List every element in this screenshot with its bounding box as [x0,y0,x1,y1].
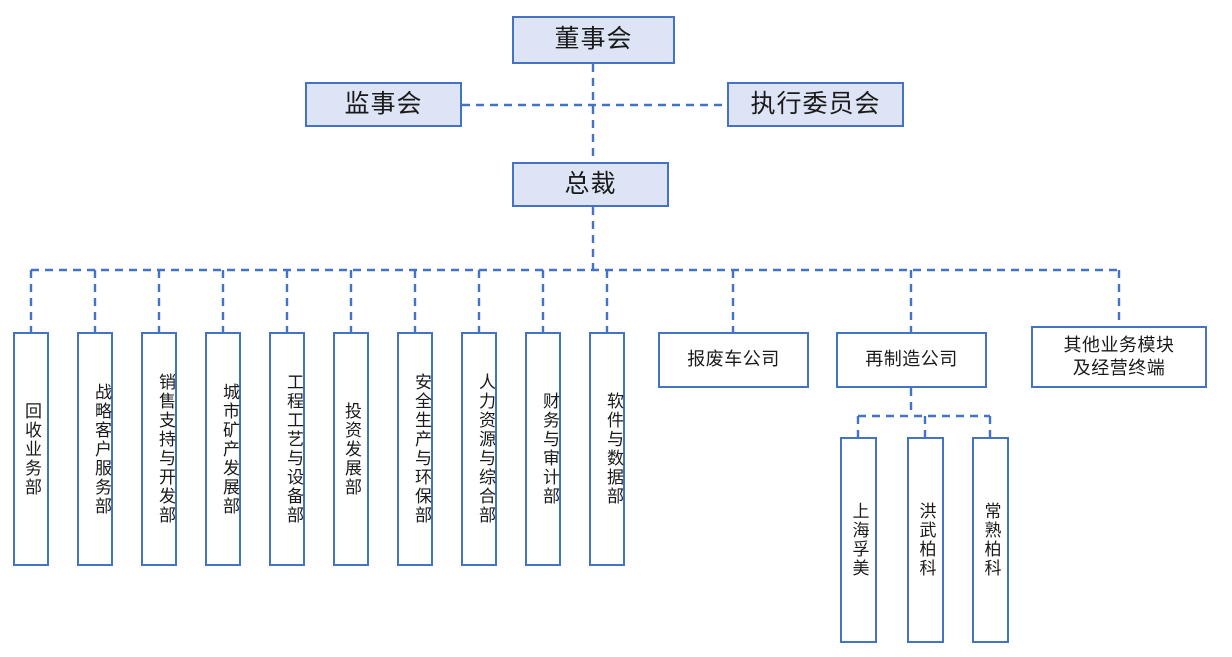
node-department-3-label: 销售支持与开发部 [156,373,175,525]
node-department-1-label: 回收业务部 [22,401,42,497]
node-company-1-label: 报废车公司 [687,349,780,370]
node-company-2[interactable]: 再制造公司 [836,332,987,388]
node-department-6[interactable]: 投资发展部 [333,332,369,566]
node-department-6-label: 投资发展部 [342,401,362,497]
node-supervisory-board-label: 监事会 [344,89,423,118]
node-department-2[interactable]: 战略客户服务部 [77,332,113,566]
node-department-4-label: 城市矿产发展部 [220,382,239,516]
node-department-7[interactable]: 安全生产与环保部 [397,332,433,566]
node-subsidiary-3[interactable]: 常熟柏科 [972,437,1009,643]
node-company-1[interactable]: 报废车公司 [658,332,809,388]
node-supervisory-board[interactable]: 监事会 [305,82,462,127]
node-department-9-label: 财务与审计部 [540,392,559,506]
node-department-10[interactable]: 软件与数据部 [589,332,625,566]
node-subsidiary-1[interactable]: 上海孚美 [840,437,877,643]
node-board-of-directors[interactable]: 董事会 [512,16,675,64]
node-company-3-label: 其他业务模块 及经营终端 [1063,334,1175,378]
node-president[interactable]: 总裁 [512,162,669,207]
node-department-8[interactable]: 人力资源与综合部 [461,332,497,566]
node-president-label: 总裁 [564,169,617,198]
node-department-3[interactable]: 销售支持与开发部 [141,332,177,566]
node-department-8-label: 人力资源与综合部 [476,373,495,525]
node-company-3[interactable]: 其他业务模块 及经营终端 [1031,326,1207,388]
node-subsidiary-2-label: 洪武柏科 [916,502,936,578]
node-executive-committee[interactable]: 执行委员会 [727,82,904,127]
node-company-2-label: 再制造公司 [865,349,958,370]
node-department-9[interactable]: 财务与审计部 [525,332,561,566]
node-department-4[interactable]: 城市矿产发展部 [205,332,241,566]
node-department-5[interactable]: 工程工艺与设备部 [269,332,305,566]
node-department-2-label: 战略客户服务部 [92,382,111,516]
node-executive-committee-label: 执行委员会 [750,89,881,118]
node-subsidiary-1-label: 上海孚美 [849,502,869,578]
node-department-1[interactable]: 回收业务部 [13,332,49,566]
node-department-7-label: 安全生产与环保部 [412,373,431,525]
node-department-5-label: 工程工艺与设备部 [284,373,303,525]
node-subsidiary-2[interactable]: 洪武柏科 [907,437,944,643]
node-board-of-directors-label: 董事会 [554,25,633,54]
node-department-10-label: 软件与数据部 [604,392,623,506]
node-subsidiary-3-label: 常熟柏科 [981,502,1001,578]
